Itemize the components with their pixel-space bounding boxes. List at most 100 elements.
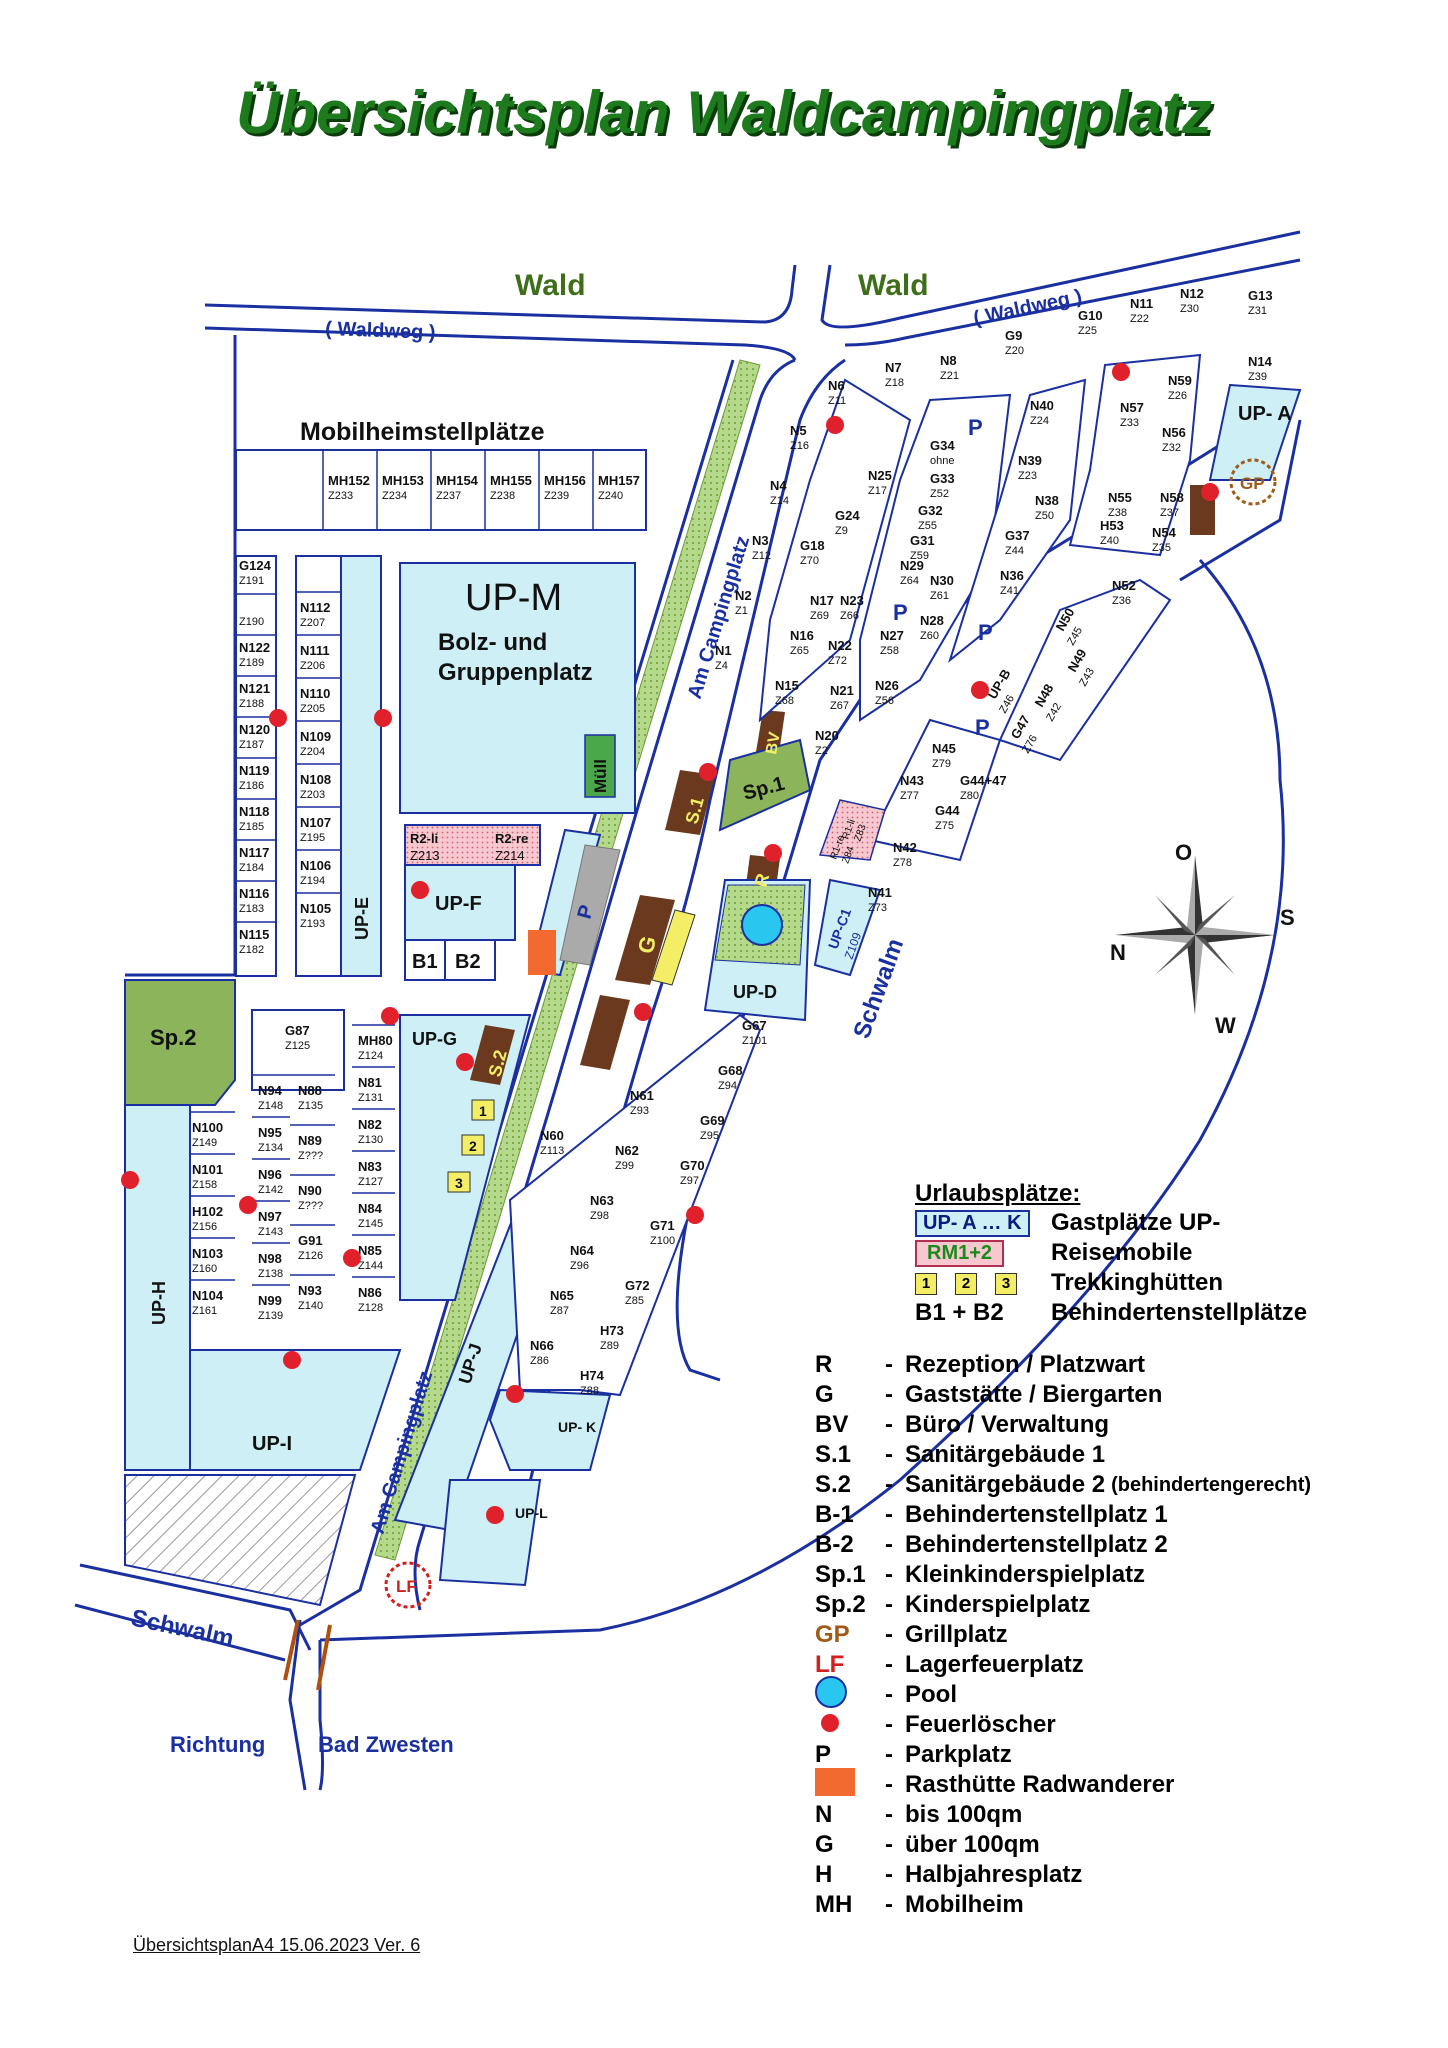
area-upk[interactable] <box>488 1388 612 1471</box>
area-upa[interactable] <box>1208 383 1302 481</box>
area-upe[interactable] <box>340 555 382 977</box>
area-upl[interactable] <box>438 1479 542 1587</box>
area-upi[interactable] <box>189 1349 402 1471</box>
area-g[interactable] <box>615 895 675 985</box>
rest-hut[interactable] <box>528 930 556 975</box>
area-s2[interactable] <box>470 1025 515 1085</box>
area-s1[interactable] <box>665 770 715 835</box>
pitch[interactable]: Z190 <box>239 616 264 628</box>
trekking-hut-1[interactable] <box>471 1099 495 1121</box>
trekking-hut-2[interactable] <box>461 1134 485 1156</box>
area-upg[interactable] <box>399 1014 532 1301</box>
